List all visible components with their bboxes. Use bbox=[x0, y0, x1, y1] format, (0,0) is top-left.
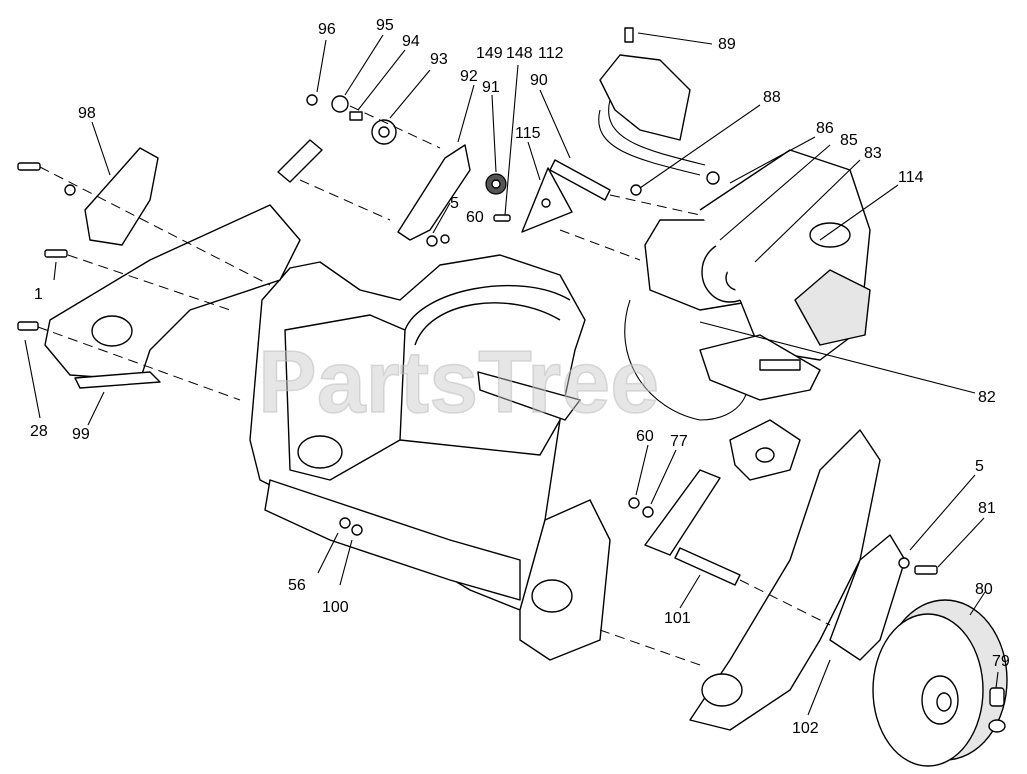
alignment-lines bbox=[37, 105, 831, 666]
callout-96: 96 bbox=[318, 21, 336, 38]
callout-112: 112 bbox=[538, 45, 564, 62]
shaft-left bbox=[277, 139, 323, 183]
leader-lines bbox=[24, 32, 999, 716]
plate-115 bbox=[493, 167, 573, 233]
callout-83: 83 bbox=[864, 145, 882, 162]
callout-89: 89 bbox=[718, 36, 736, 53]
left-side-plate bbox=[44, 204, 301, 389]
crank-bracket bbox=[397, 144, 471, 247]
callout-labels: 96 95 94 93 149 148 112 92 91 90 89 88 8… bbox=[30, 17, 1010, 737]
bracket-98 bbox=[84, 147, 159, 246]
hub-cap bbox=[988, 687, 1006, 733]
tube-90 bbox=[549, 159, 642, 201]
callout-86: 86 bbox=[816, 120, 834, 137]
callout-101: 101 bbox=[664, 610, 691, 627]
callout-5a: 5 bbox=[450, 195, 459, 212]
callout-148: 148 bbox=[506, 45, 533, 62]
callout-115: 115 bbox=[515, 125, 541, 142]
watermark-text: PartsTree bbox=[258, 332, 659, 431]
washer-stack bbox=[306, 94, 397, 145]
callout-79: 79 bbox=[992, 653, 1010, 670]
callout-88: 88 bbox=[763, 89, 781, 106]
wheel bbox=[872, 599, 1008, 767]
roller-tube-77 bbox=[628, 469, 721, 556]
callout-77: 77 bbox=[670, 433, 688, 450]
chute-crank bbox=[598, 27, 720, 185]
callout-5b: 5 bbox=[975, 458, 984, 475]
callout-93: 93 bbox=[430, 51, 448, 68]
callout-100: 100 bbox=[322, 599, 349, 616]
callout-1: 1 bbox=[34, 286, 43, 303]
axle-101 bbox=[674, 547, 741, 586]
callout-80: 80 bbox=[975, 581, 993, 598]
callout-94: 94 bbox=[402, 33, 420, 50]
engine bbox=[699, 149, 871, 361]
callout-90: 90 bbox=[530, 72, 548, 89]
right-side-plate bbox=[689, 429, 906, 731]
callout-102: 102 bbox=[792, 720, 819, 737]
callout-82: 82 bbox=[978, 389, 996, 406]
callout-56: 56 bbox=[288, 577, 306, 594]
callout-149: 149 bbox=[476, 45, 503, 62]
lower-mount-bracket bbox=[699, 334, 821, 481]
callout-99: 99 bbox=[72, 426, 90, 443]
callout-114: 114 bbox=[898, 169, 924, 186]
auger-housing bbox=[249, 254, 611, 661]
callout-60b: 60 bbox=[636, 428, 654, 445]
callout-95: 95 bbox=[376, 17, 394, 34]
callout-92: 92 bbox=[460, 68, 478, 85]
callout-81: 81 bbox=[978, 500, 996, 517]
bolt-81 bbox=[898, 557, 938, 575]
callout-85: 85 bbox=[840, 132, 858, 149]
nuts-56-100 bbox=[339, 517, 363, 536]
bolt-group-left bbox=[17, 162, 76, 331]
callout-28: 28 bbox=[30, 423, 48, 440]
callout-91: 91 bbox=[482, 79, 500, 96]
callout-98: 98 bbox=[78, 105, 96, 122]
callout-60a: 60 bbox=[466, 209, 484, 226]
sprocket bbox=[485, 173, 507, 195]
